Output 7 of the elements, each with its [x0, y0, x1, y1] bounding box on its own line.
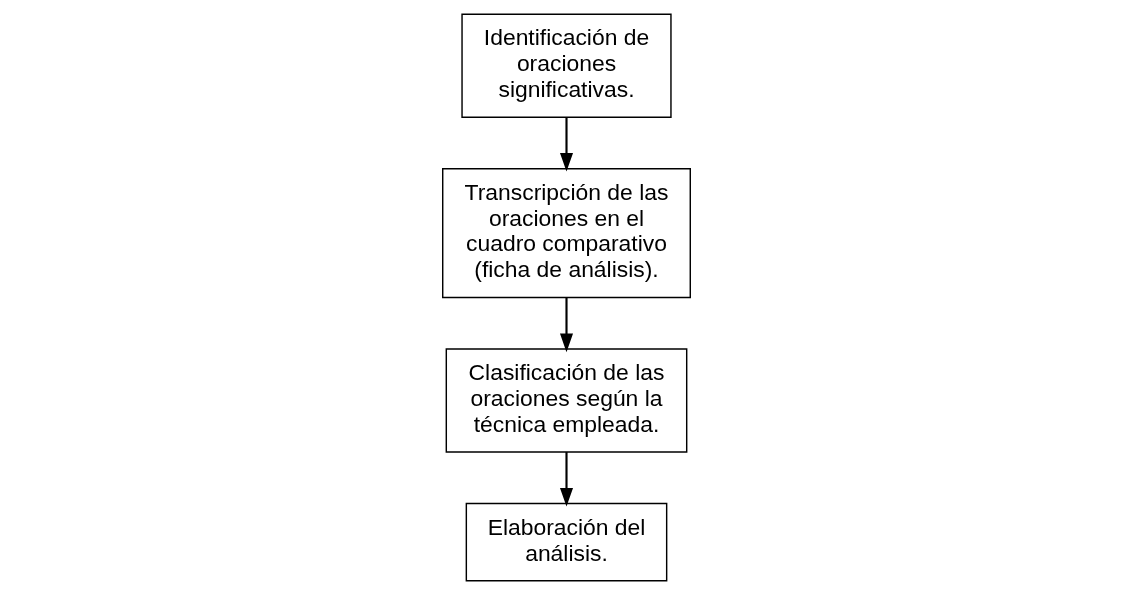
node-box: Transcripción de las oraciones en el cuadro comparativo (ficha de análisis).	[442, 168, 691, 299]
arrow	[559, 452, 574, 507]
arrow	[559, 117, 574, 172]
node-box: Identificación de oraciones significativas.	[461, 13, 672, 118]
node-box: Clasificación de las oraciones según la técnica empleada.	[445, 348, 688, 453]
arrow	[559, 297, 574, 353]
node-box: Elaboración del análisis.	[465, 502, 668, 582]
